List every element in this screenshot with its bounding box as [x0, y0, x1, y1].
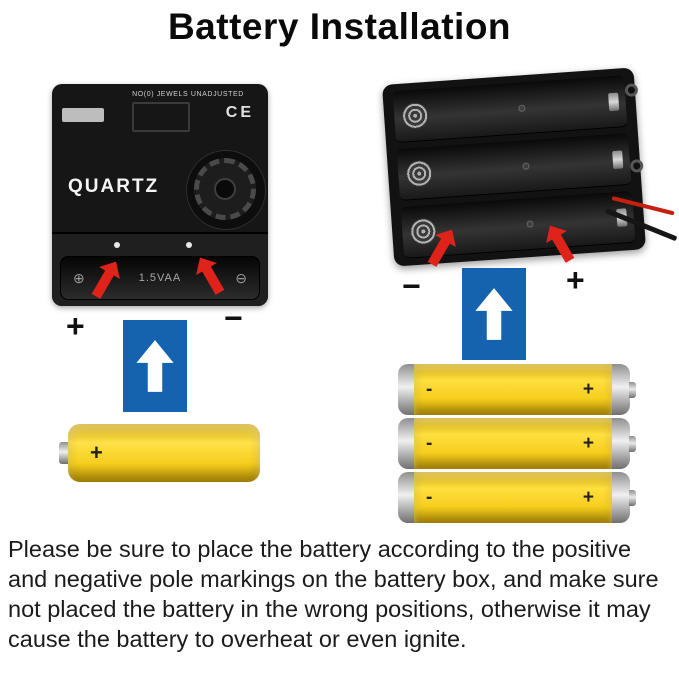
- battery-plus-label: +: [90, 440, 103, 465]
- battery-positive-cap: [612, 364, 630, 415]
- movement-sticker: [62, 108, 104, 122]
- holder-slot: [396, 132, 632, 202]
- battery-slot: ⊕ 1.5VAA ⊖: [60, 256, 260, 300]
- aa-battery: - +: [398, 418, 636, 469]
- battery-minus-label: -: [426, 486, 433, 508]
- red-up-arrow-icon: [85, 255, 127, 303]
- spring-icon: [401, 101, 430, 130]
- blue-up-arrow-icon: [123, 320, 187, 412]
- screw-icon: [525, 219, 534, 228]
- battery-plus-label: +: [582, 432, 594, 454]
- red-up-arrow-icon: [539, 219, 581, 267]
- plus-sign-label: +: [66, 308, 85, 344]
- mounting-hole: [629, 158, 644, 173]
- screw-icon: [521, 161, 530, 170]
- battery-plus-label: +: [582, 378, 594, 400]
- ce-mark: CE: [225, 104, 254, 121]
- red-up-arrow-icon: [421, 223, 463, 271]
- spring-icon: [405, 159, 434, 188]
- positive-terminal-symbol: ⊕: [73, 269, 85, 286]
- battery-positive-nub: [59, 442, 69, 464]
- battery-positive-nub: [629, 381, 636, 398]
- page-title: Battery Installation: [167, 6, 512, 47]
- aa-battery: - +: [398, 364, 636, 415]
- battery-body: [414, 364, 612, 415]
- plus-sign-label: +: [566, 262, 585, 298]
- battery-plus-label: +: [582, 486, 594, 508]
- battery-body: [414, 418, 612, 469]
- battery-positive-nub: [629, 435, 636, 452]
- aa-battery: +: [59, 424, 260, 482]
- negative-terminal-symbol: ⊖: [235, 269, 247, 286]
- battery-minus-label: -: [426, 378, 433, 400]
- voltage-label: 1.5VAA: [138, 272, 182, 284]
- battery-positive-cap: [612, 472, 630, 523]
- minus-sign-label: −: [402, 268, 421, 304]
- battery-negative-cap: [398, 364, 414, 415]
- battery-minus-label: -: [426, 432, 433, 454]
- battery-negative-cap: [398, 472, 414, 523]
- battery-negative-cap: [398, 418, 414, 469]
- movement-label-box: [132, 102, 190, 132]
- battery-positive-nub: [629, 489, 636, 506]
- quartz-brand-label: QUARTZ: [68, 176, 160, 197]
- battery-body: [68, 424, 260, 482]
- screw-icon: [517, 104, 526, 112]
- aa-battery: - +: [398, 472, 636, 523]
- holder-slot: [392, 75, 628, 144]
- battery-stack: - + - + - +: [398, 364, 636, 526]
- screw-icon: [186, 242, 192, 248]
- metal-contact: [612, 149, 624, 169]
- movement-top-label: NO(0) JEWELS UNADJUSTED: [132, 91, 244, 98]
- instruction-text: Please be sure to place the battery acco…: [8, 536, 659, 653]
- battery-body: [414, 472, 612, 523]
- battery-positive-cap: [612, 418, 630, 469]
- screw-icon: [114, 242, 120, 248]
- metal-contact: [608, 92, 620, 111]
- red-up-arrow-icon: [189, 251, 231, 299]
- battery-compartment: ⊕ 1.5VAA ⊖: [52, 232, 268, 306]
- blue-up-arrow-icon: [462, 268, 526, 360]
- gear-core: [214, 178, 236, 200]
- battery-holder: [381, 67, 647, 267]
- mounting-hole: [624, 83, 639, 98]
- clock-movement: NO(0) JEWELS UNADJUSTED CE QUARTZ ⊕ 1.5V…: [52, 84, 268, 306]
- minus-sign-label: −: [224, 300, 243, 336]
